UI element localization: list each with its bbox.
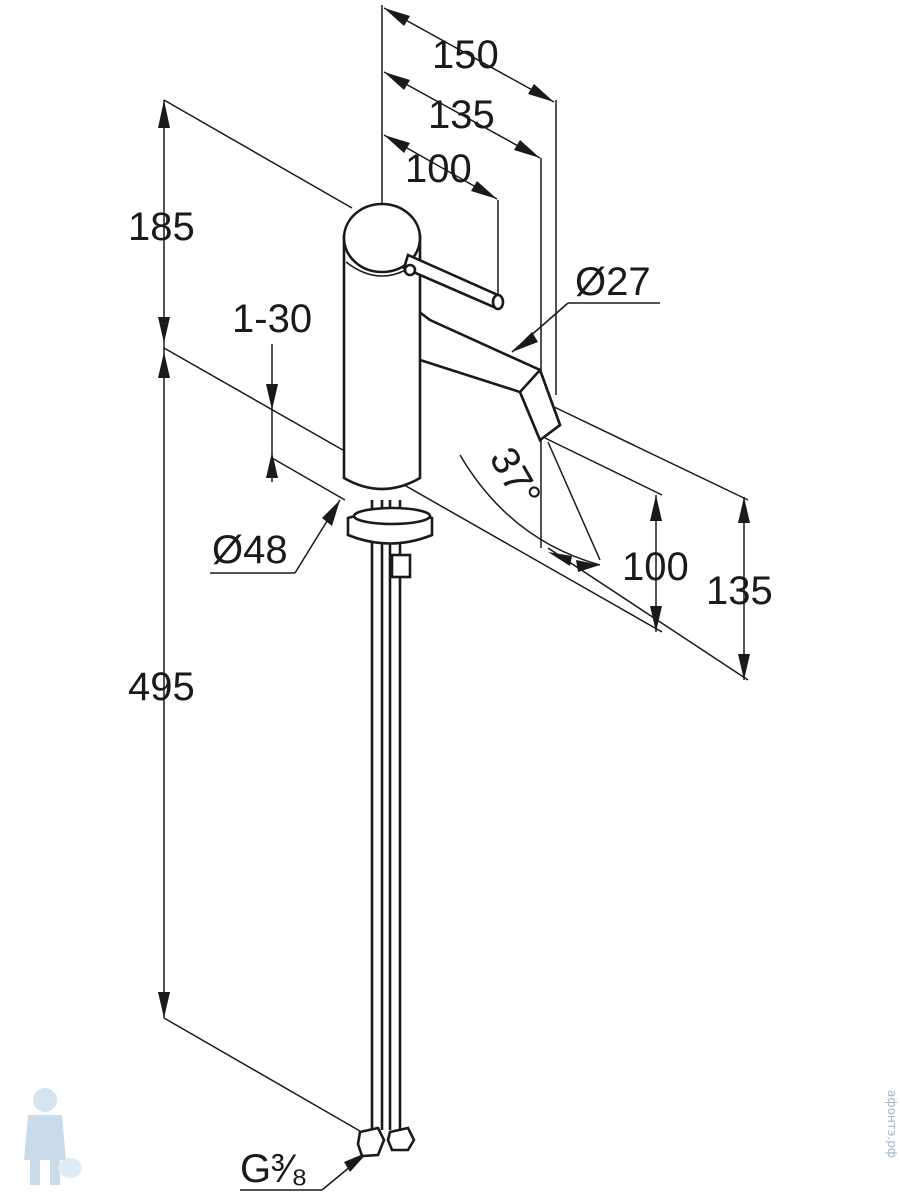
- watermark-text: афонтэ.рф: [885, 1090, 899, 1158]
- left-dimension-lines: [158, 99, 373, 1139]
- dimension-width-spout: 135: [428, 93, 495, 137]
- deck-plane-lines: [163, 347, 749, 681]
- dimension-deck-thickness: 1-30: [232, 297, 312, 341]
- spout-angle-dimension: [459, 441, 601, 572]
- base-diameter-leader: [210, 499, 341, 574]
- dimension-width-total: 150: [432, 33, 499, 77]
- dimension-spout-diameter: Ø27: [575, 260, 651, 304]
- dimension-outlet-height: 100: [622, 545, 689, 589]
- plumber-mascot-icon: [24, 1088, 82, 1185]
- dimension-connection-thread: G³⁄₈: [240, 1147, 308, 1191]
- dimension-base-diameter: Ø48: [212, 528, 288, 572]
- dimension-spout-height: 135: [706, 569, 773, 613]
- dimension-hose-length: 495: [128, 665, 195, 709]
- dimension-width-lever: 100: [405, 147, 472, 191]
- dimension-body-height: 185: [128, 205, 195, 249]
- faucet-body: [342, 202, 562, 1158]
- top-dimension-lines: [381, 5, 557, 548]
- spout-diameter-leader: [511, 302, 660, 353]
- deck-thickness-dimension: [266, 344, 278, 482]
- right-dimension-lines: [650, 495, 750, 680]
- dimension-spout-angle: 37°: [481, 440, 549, 514]
